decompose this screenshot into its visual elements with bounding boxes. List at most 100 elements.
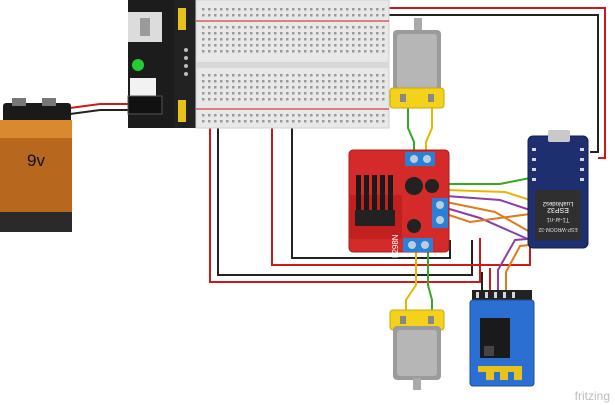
breadboard-hole xyxy=(334,114,337,117)
breadboard-hole xyxy=(226,50,229,53)
breadboard-hole xyxy=(286,114,289,117)
breadboard-hole xyxy=(322,80,325,83)
breadboard-hole xyxy=(280,120,283,123)
breadboard-hole xyxy=(286,74,289,77)
breadboard-hole xyxy=(274,98,277,101)
breadboard-hole xyxy=(340,114,343,117)
breadboard-hole xyxy=(310,80,313,83)
breadboard-hole xyxy=(292,26,295,29)
breadboard-hole xyxy=(316,114,319,117)
breadboard-hole xyxy=(322,8,325,11)
breadboard-hole xyxy=(208,44,211,47)
breadboard-hole xyxy=(292,98,295,101)
esp32-label-2: ESP32 xyxy=(547,206,569,213)
breadboard-hole xyxy=(220,86,223,89)
breadboard-hole xyxy=(370,98,373,101)
wire-green-motor2 xyxy=(427,250,433,312)
breadboard-hole xyxy=(292,14,295,17)
breadboard-hole xyxy=(232,50,235,53)
breadboard-hole xyxy=(214,98,217,101)
breadboard-hole xyxy=(280,92,283,95)
breadboard-hole xyxy=(214,8,217,11)
breadboard-hole xyxy=(268,44,271,47)
wire-red-battery xyxy=(69,103,130,109)
hc05-bluetooth-module xyxy=(469,290,535,387)
breadboard-hole xyxy=(328,74,331,77)
breadboard-hole xyxy=(334,38,337,41)
breadboard-hole xyxy=(214,26,217,29)
breadboard-hole xyxy=(274,74,277,77)
breadboard-hole xyxy=(328,32,331,35)
breadboard-hole xyxy=(364,26,367,29)
breadboard-hole xyxy=(226,98,229,101)
breadboard-hole xyxy=(334,44,337,47)
breadboard-hole xyxy=(202,74,205,77)
breadboard-hole xyxy=(232,8,235,11)
breadboard-hole xyxy=(376,14,379,17)
breadboard-hole xyxy=(286,80,289,83)
breadboard-hole xyxy=(334,92,337,95)
breadboard-hole xyxy=(304,14,307,17)
breadboard-hole xyxy=(274,114,277,117)
breadboard-hole xyxy=(352,32,355,35)
breadboard-hole xyxy=(304,32,307,35)
breadboard-holes xyxy=(202,8,385,123)
wire-black-to-l298n xyxy=(217,118,473,276)
breadboard-hole xyxy=(370,44,373,47)
breadboard-hole xyxy=(376,114,379,117)
breadboard-hole xyxy=(382,38,385,41)
breadboard-hole xyxy=(358,92,361,95)
breadboard-hole xyxy=(346,32,349,35)
breadboard-hole xyxy=(310,114,313,117)
breadboard-hole xyxy=(220,114,223,117)
breadboard-hole xyxy=(304,38,307,41)
breadboard-hole xyxy=(298,38,301,41)
breadboard-hole xyxy=(370,114,373,117)
breadboard-hole xyxy=(304,44,307,47)
breadboard-hole xyxy=(310,98,313,101)
breadboard-hole xyxy=(268,8,271,11)
breadboard-hole xyxy=(268,86,271,89)
breadboard-hole xyxy=(382,44,385,47)
wire-yellow-motor2 xyxy=(405,250,417,312)
breadboard-hole xyxy=(358,114,361,117)
breadboard-hole xyxy=(280,80,283,83)
breadboard-hole xyxy=(346,26,349,29)
breadboard-hole xyxy=(208,32,211,35)
breadboard-hole xyxy=(316,74,319,77)
breadboard-hole xyxy=(274,14,277,17)
wire-red-to-esp32 xyxy=(271,122,531,266)
breadboard-hole xyxy=(202,98,205,101)
breadboard-hole xyxy=(202,120,205,123)
breadboard-hole xyxy=(352,8,355,11)
breadboard-hole xyxy=(232,14,235,17)
breadboard-hole xyxy=(292,86,295,89)
breadboard-hole xyxy=(208,74,211,77)
breadboard-hole xyxy=(214,14,217,17)
breadboard-hole xyxy=(244,50,247,53)
breadboard-hole xyxy=(370,14,373,17)
breadboard-hole xyxy=(214,38,217,41)
breadboard-hole xyxy=(340,38,343,41)
breadboard-hole xyxy=(286,44,289,47)
breadboard-hole xyxy=(316,26,319,29)
breadboard-hole xyxy=(322,114,325,117)
breadboard-hole xyxy=(274,38,277,41)
breadboard-hole xyxy=(220,44,223,47)
breadboard-hole xyxy=(256,98,259,101)
breadboard-hole xyxy=(220,32,223,35)
breadboard-hole xyxy=(202,80,205,83)
breadboard-hole xyxy=(220,120,223,123)
l298n-label: L298N xyxy=(391,234,400,258)
breadboard-hole xyxy=(208,26,211,29)
breadboard-hole xyxy=(268,98,271,101)
breadboard-hole xyxy=(208,38,211,41)
breadboard-hole xyxy=(226,14,229,17)
wire-red-rail-to-esp32 xyxy=(372,7,606,159)
breadboard-hole xyxy=(256,14,259,17)
wire-orange-in4 xyxy=(445,201,531,233)
breadboard-hole xyxy=(382,120,385,123)
breadboard-hole xyxy=(298,32,301,35)
breadboard-hole xyxy=(370,86,373,89)
breadboard-hole xyxy=(292,32,295,35)
